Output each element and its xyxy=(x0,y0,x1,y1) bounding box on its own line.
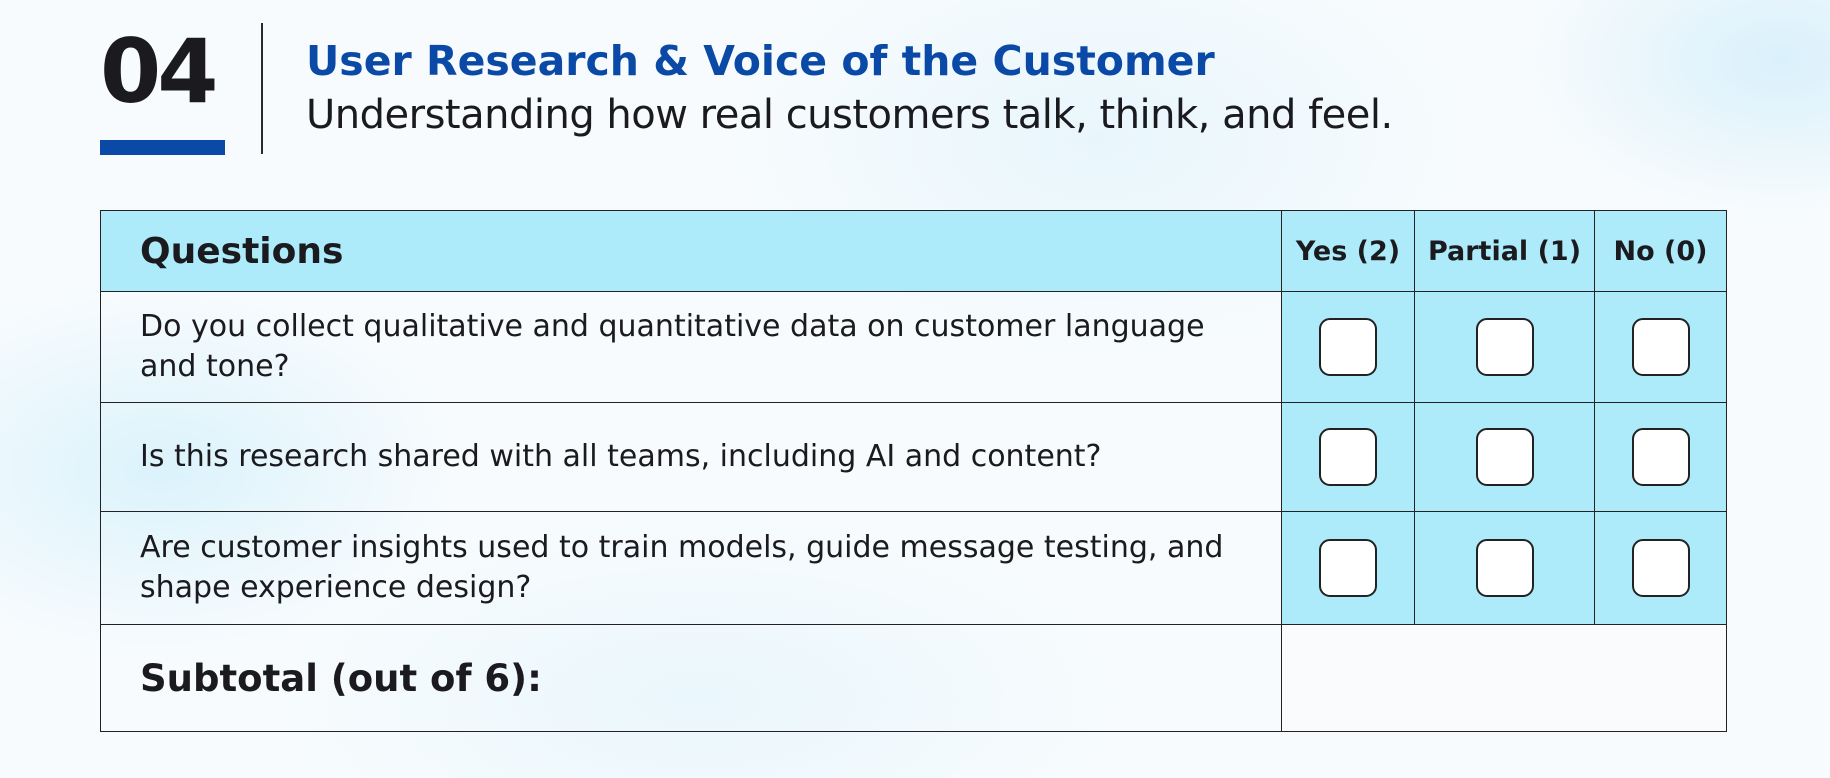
no-header: No (0) xyxy=(1594,210,1727,292)
questions-header: Questions xyxy=(100,210,1282,292)
table-header-row: Questions Yes (2) Partial (1) No (0) xyxy=(100,210,1727,292)
subtotal-field[interactable] xyxy=(1281,624,1727,732)
no-checkbox[interactable] xyxy=(1631,428,1690,486)
section-title: User Research & Voice of the Customer xyxy=(306,37,1215,85)
yes-checkbox[interactable] xyxy=(1319,318,1377,376)
section-subtitle: Understanding how real customers talk, t… xyxy=(306,92,1393,138)
subtotal-row: Subtotal (out of 6): xyxy=(100,624,1727,732)
table-row: Do you collect qualitative and quantitat… xyxy=(100,291,1727,403)
yes-checkbox[interactable] xyxy=(1319,428,1377,486)
section-number-underline xyxy=(100,140,225,155)
question-text: Is this research shared with all teams, … xyxy=(100,402,1282,512)
yes-header: Yes (2) xyxy=(1281,210,1415,292)
table-row: Are customer insights used to train mode… xyxy=(100,511,1727,625)
subtotal-label: Subtotal (out of 6): xyxy=(100,624,1282,732)
table-row: Is this research shared with all teams, … xyxy=(100,402,1727,512)
no-checkbox[interactable] xyxy=(1631,318,1690,376)
partial-header: Partial (1) xyxy=(1414,210,1595,292)
partial-checkbox[interactable] xyxy=(1475,539,1534,597)
question-text: Are customer insights used to train mode… xyxy=(100,511,1282,625)
section-number: 04 xyxy=(100,20,218,123)
question-text: Do you collect qualitative and quantitat… xyxy=(100,291,1282,403)
assessment-table: Questions Yes (2) Partial (1) No (0) Do … xyxy=(100,210,1727,732)
header-divider xyxy=(261,23,263,154)
yes-checkbox[interactable] xyxy=(1319,539,1377,597)
partial-checkbox[interactable] xyxy=(1475,318,1534,376)
no-checkbox[interactable] xyxy=(1631,539,1690,597)
partial-checkbox[interactable] xyxy=(1475,428,1534,486)
